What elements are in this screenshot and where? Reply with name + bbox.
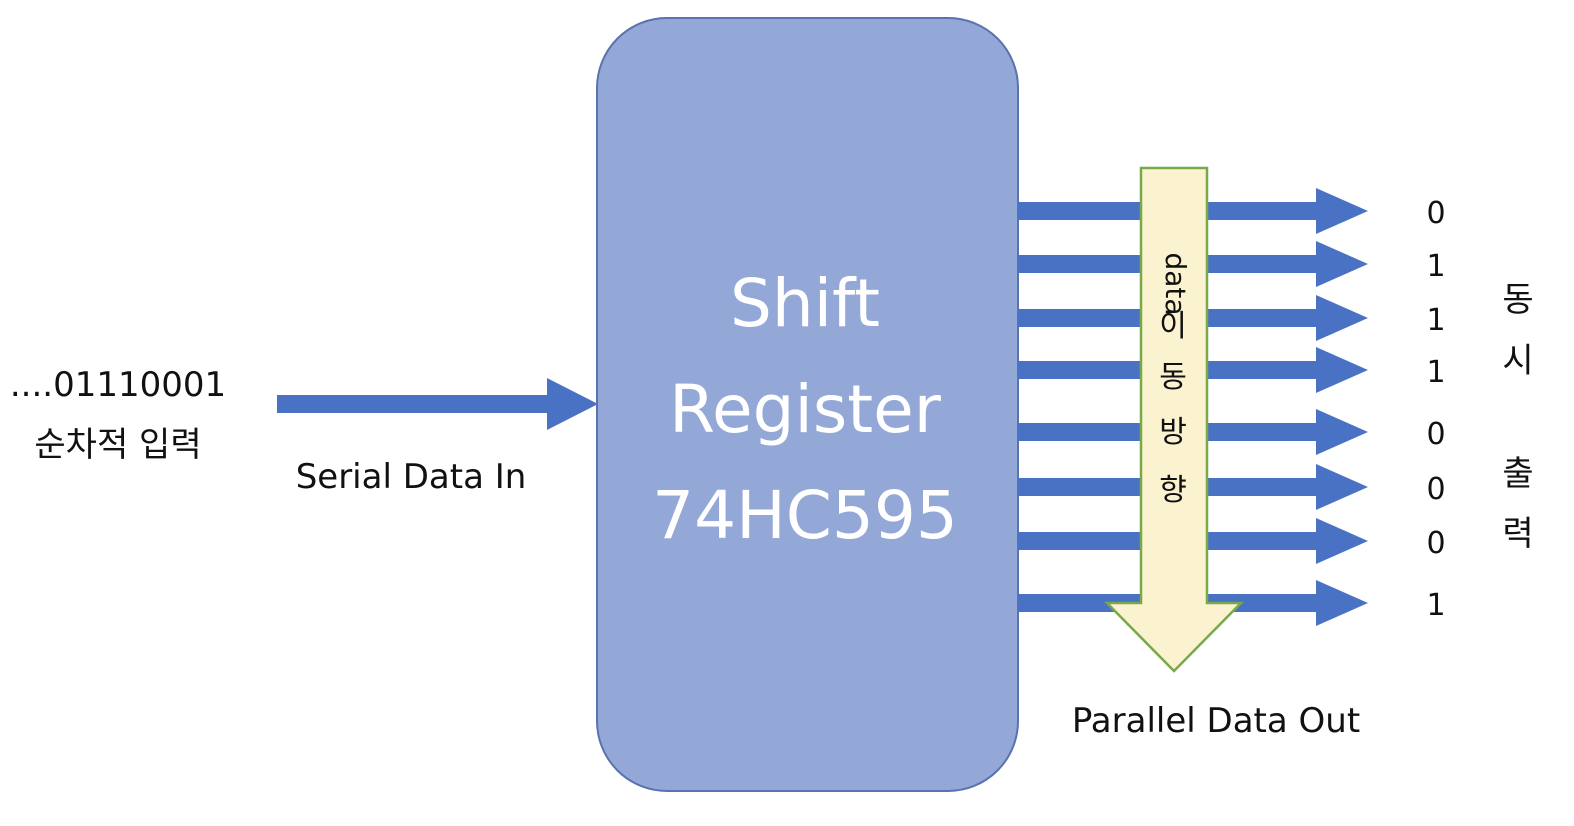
register-title-line-2: Register <box>669 371 942 448</box>
output-bit-1: 0 <box>1426 196 1445 231</box>
serial-input-arrow <box>277 378 598 430</box>
caption-char-2: 시 <box>1502 341 1533 381</box>
output-bit-3: 1 <box>1426 303 1445 338</box>
parallel-output-bits: 0 1 1 1 0 0 0 1 <box>1426 196 1445 623</box>
output-bit-5: 0 <box>1426 417 1445 452</box>
movement-char-4: 향 <box>1159 473 1187 508</box>
caption-char-1: 동 <box>1502 280 1533 320</box>
output-bit-2: 1 <box>1426 249 1445 284</box>
movement-char-2: 동 <box>1159 360 1187 395</box>
simultaneous-output-caption: 동 시 출 력 <box>1502 280 1533 554</box>
output-bit-6: 0 <box>1426 472 1445 507</box>
serial-bits-label: ....01110001 <box>10 365 226 405</box>
parallel-data-out-label: Parallel Data Out <box>1072 701 1360 741</box>
movement-char-3: 방 <box>1159 415 1187 450</box>
caption-char-3: 출 <box>1502 454 1533 494</box>
output-bit-7: 0 <box>1426 526 1445 561</box>
output-bit-4: 1 <box>1426 355 1445 390</box>
movement-char-1: 이 <box>1159 309 1187 344</box>
output-bit-8: 1 <box>1426 588 1445 623</box>
register-title-line-1: Shift <box>730 265 880 342</box>
serial-input-caption: 순차적 입력 <box>34 425 201 465</box>
register-title-line-3: 74HC595 <box>652 477 958 554</box>
movement-label-latin: data <box>1159 252 1192 315</box>
serial-data-in-label: Serial Data In <box>296 457 527 497</box>
shift-register-box <box>596 17 1019 792</box>
caption-char-4: 력 <box>1502 514 1533 554</box>
